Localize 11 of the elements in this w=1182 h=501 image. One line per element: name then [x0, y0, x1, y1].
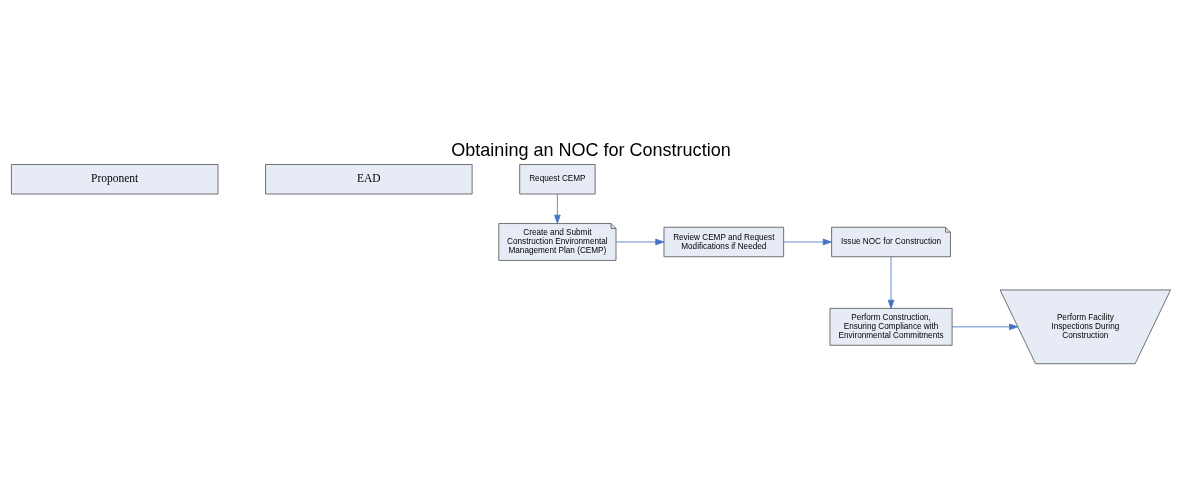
diagram-title: Obtaining an NOC for Construction: [451, 139, 731, 160]
node-box: EAD: [265, 163, 473, 194]
arrow: [615, 238, 665, 245]
arrow: [951, 323, 1019, 330]
arrow: [783, 238, 832, 245]
node-box: Proponent: [11, 163, 219, 194]
node-box: Perform Construction, Ensuring Compliance with Environmental Commitments: [829, 307, 953, 346]
arrow: [887, 256, 895, 309]
node-box: Review CEMP and Request Modifications if Needed: [663, 226, 785, 257]
node-box: Request CEMP: [519, 163, 596, 194]
arrow: [554, 193, 561, 224]
